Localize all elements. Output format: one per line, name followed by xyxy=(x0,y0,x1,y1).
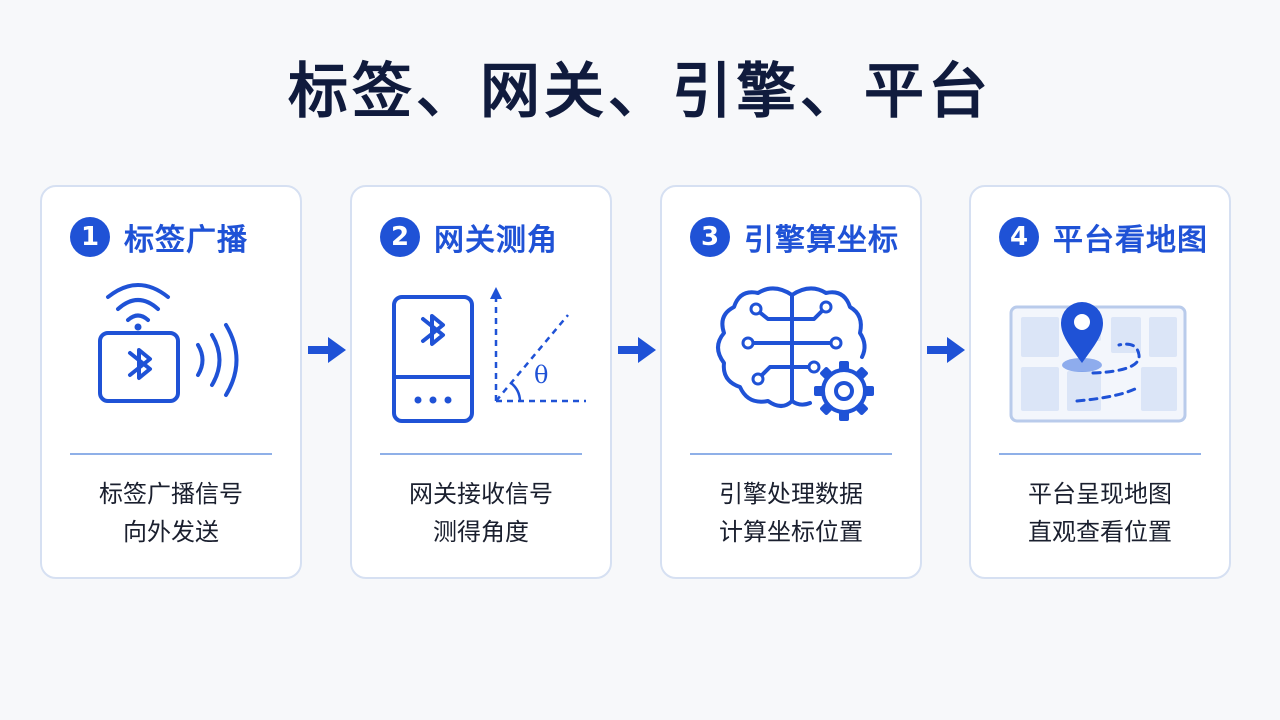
bluetooth-tag-broadcast-icon xyxy=(62,275,284,435)
step-header: 2 网关测角 xyxy=(380,215,558,259)
step-number-badge: 2 xyxy=(380,217,420,257)
step-number-badge: 3 xyxy=(690,217,730,257)
arrow-right-icon xyxy=(306,334,348,366)
divider xyxy=(999,453,1201,455)
step-number-badge: 4 xyxy=(999,217,1039,257)
page-title: 标签、网关、引擎、平台 xyxy=(288,57,992,127)
step-description: 平台呈现地图 直观查看位置 xyxy=(1028,480,1172,546)
step-number-badge: 1 xyxy=(70,217,110,257)
step-title: 网关测角 xyxy=(434,223,558,258)
step-card-tag-broadcast: 1 标签广播 标签广播信号 向外发送 xyxy=(40,185,302,579)
divider xyxy=(690,453,892,455)
step-title: 标签广播 xyxy=(124,223,248,258)
gateway-angle-icon: θ xyxy=(372,275,594,435)
step-description: 网关接收信号 测得角度 xyxy=(409,480,553,546)
step-card-engine-compute: 3 引擎算坐标 xyxy=(660,185,922,579)
brain-gear-icon xyxy=(682,275,904,435)
arrow-right-icon xyxy=(925,334,967,366)
step-header: 1 标签广播 xyxy=(70,215,248,259)
step-description: 标签广播信号 向外发送 xyxy=(99,480,243,546)
step-description: 引擎处理数据 计算坐标位置 xyxy=(719,480,863,546)
step-card-platform-map: 4 平台看地图 平台呈现地 xyxy=(969,185,1231,579)
step-title: 平台看地图 xyxy=(1053,223,1208,258)
divider xyxy=(70,453,272,455)
step-header: 3 引擎算坐标 xyxy=(690,215,899,259)
map-pin-icon xyxy=(991,275,1213,435)
step-card-gateway-angle: 2 网关测角 θ 网关接收信号 xyxy=(350,185,612,579)
step-header: 4 平台看地图 xyxy=(999,215,1208,259)
divider xyxy=(380,453,582,455)
step-title: 引擎算坐标 xyxy=(744,223,899,258)
angle-theta-label: θ xyxy=(534,361,548,389)
arrow-right-icon xyxy=(616,334,658,366)
